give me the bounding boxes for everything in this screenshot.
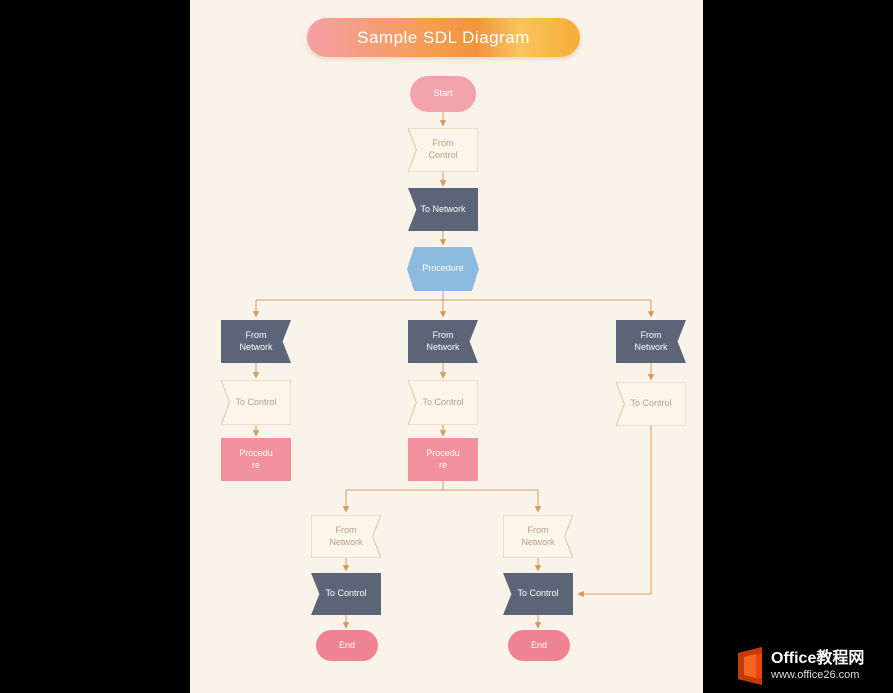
watermark-url: www.office26.com xyxy=(771,669,860,682)
node-to-network: To Network xyxy=(408,188,478,231)
node-procedure-hexagon: Procedure xyxy=(407,247,479,291)
node-to-control-left: To Control xyxy=(221,380,291,425)
office-logo-icon xyxy=(738,647,762,685)
diagram-title: Sample SDL Diagram xyxy=(307,18,580,57)
watermark: Office教程网 www.office26.com xyxy=(735,643,887,689)
node-to-control-bottom-left: To Control xyxy=(311,573,381,615)
watermark-brand: Office教程网 xyxy=(771,649,865,667)
node-end-left: End xyxy=(316,630,378,661)
node-to-control-right: To Control xyxy=(616,382,686,426)
node-to-control-bottom-right: To Control xyxy=(503,573,573,615)
node-end-right: End xyxy=(508,630,570,661)
node-start: Start xyxy=(410,76,476,112)
diagram-title-text: Sample SDL Diagram xyxy=(357,27,530,47)
watermark-text: Office教程网 www.office26.com xyxy=(771,650,864,683)
node-to-control-middle: To Control xyxy=(408,380,478,425)
